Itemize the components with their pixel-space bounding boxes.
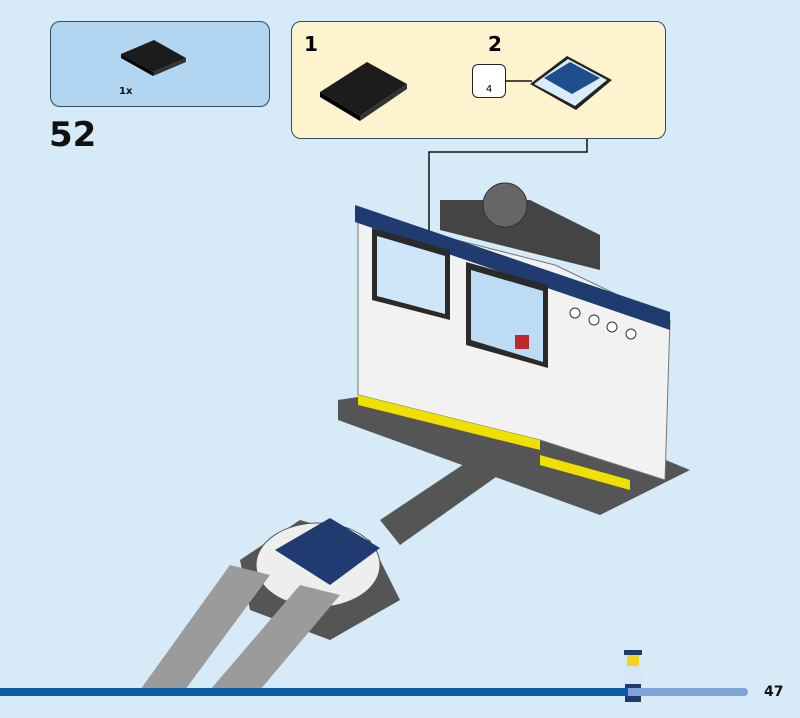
black-tile-icon: [121, 40, 186, 76]
sticker-tile-screen-icon: [530, 56, 612, 110]
part-quantity: 1x: [119, 86, 133, 97]
progress-bar-fill: [0, 688, 629, 696]
substep-2-number: 2: [488, 32, 502, 56]
substep-illustrations: [320, 56, 612, 121]
sticker-sheet-reference: 4: [472, 64, 506, 98]
parts-list-box: 1x: [50, 21, 270, 107]
callout-arrow-line: [428, 139, 588, 238]
substep-box: 1 2 4: [291, 21, 666, 139]
step-number: 52: [49, 115, 97, 155]
black-tile-icon: [320, 62, 407, 121]
progress-bar: [0, 688, 748, 696]
page-number: 47: [764, 684, 784, 700]
substep-1-number: 1: [304, 32, 318, 56]
sticker-sheet-number: 4: [485, 84, 493, 95]
